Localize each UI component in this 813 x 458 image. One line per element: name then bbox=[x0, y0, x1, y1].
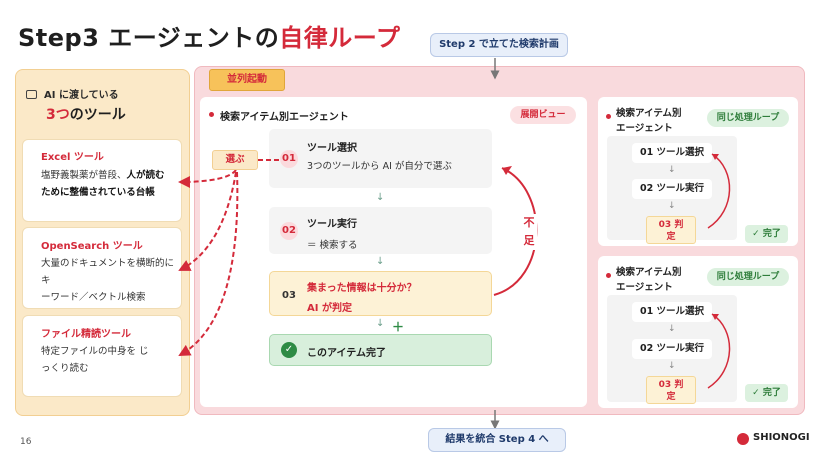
tool-desc-file-read-line1: 特定ファイルの中身を じ bbox=[41, 346, 149, 357]
step-03-box bbox=[269, 271, 492, 316]
side1-done-badge: ✓ 完了 bbox=[745, 225, 788, 243]
side2-step-01: 01 ツール選択 bbox=[632, 302, 712, 322]
arrow-down-3: ↓ bbox=[376, 318, 385, 329]
title-accent: 自律ループ bbox=[279, 24, 401, 52]
tool-card-file-read: ファイル精読ツール 特定ファイルの中身を じ っくり読む bbox=[22, 315, 182, 397]
step2-plan-pill: Step 2 で立てた検索計画 bbox=[430, 33, 568, 57]
side2-done-check-icon: ✓ bbox=[752, 388, 760, 398]
tool-desc-opensearch: 大量のドキュメントを横断的に キ ーワード／ベクトル検索 bbox=[41, 255, 181, 306]
side2-header-line2: エージェント bbox=[616, 282, 673, 293]
step4-merge-label: 結果を統合 Step 4 へ bbox=[445, 434, 549, 445]
tool-name-file-read: ファイル精読ツール bbox=[41, 329, 131, 340]
title-prefix: Step3 エージェントの bbox=[18, 24, 280, 52]
tool-desc-excel: 塩野義製薬が普段、人が読む ために整備されている台帳 bbox=[41, 167, 181, 201]
side1-bullet bbox=[606, 114, 611, 119]
slide-title: Step3 エージェントの自律ループ bbox=[18, 18, 400, 53]
tools-count: 3つ bbox=[46, 107, 70, 123]
tool-card-opensearch: OpenSearch ツール 大量のドキュメントを横断的に キ ーワード／ベクト… bbox=[22, 227, 182, 309]
side1-step-03: 03 判 定 bbox=[646, 216, 696, 244]
step4-merge-pill: 結果を統合 Step 4 へ bbox=[428, 428, 566, 452]
tool-desc-file-read-line2: っくり読む bbox=[41, 363, 89, 374]
step-02-title: ツール実行 bbox=[307, 219, 357, 230]
insufficient-label: 不 足 bbox=[521, 214, 537, 250]
main-header: 検索アイテム別エージェント bbox=[220, 112, 349, 123]
tool-desc-file-read: 特定ファイルの中身を じ っくり読む bbox=[41, 343, 181, 377]
side2-header-line1: 検索アイテム別 bbox=[616, 267, 682, 278]
side1-loop-arrow bbox=[707, 153, 731, 229]
side1-done-check-icon: ✓ bbox=[752, 229, 760, 239]
step-01-box bbox=[269, 129, 492, 188]
check-icon: ✓ bbox=[281, 342, 297, 358]
parallel-tag: 並列起動 bbox=[209, 69, 285, 91]
step-02-number: 02 bbox=[280, 222, 298, 240]
side2-arrow-2: ↓ bbox=[668, 361, 676, 371]
choose-tag: 選ぶ bbox=[212, 150, 258, 170]
side1-step-02: 02 ツール実行 bbox=[632, 179, 712, 199]
side1-header-line1: 検索アイテム別 bbox=[616, 108, 682, 119]
step-03-title: 集まった情報は十分か？ bbox=[307, 283, 417, 294]
side2-judge-line2: 定 bbox=[666, 392, 676, 402]
side1-arrow-1: ↓ bbox=[668, 165, 676, 175]
insufficient-char-1: 不 bbox=[523, 216, 535, 229]
tools-header-suffix: のツール bbox=[69, 107, 126, 123]
tools-header-line2: 3つのツール bbox=[46, 104, 126, 124]
side2-step-03: 03 判 定 bbox=[646, 376, 696, 404]
side1-judge-line2: 定 bbox=[666, 232, 676, 242]
expanded-view-badge: 展開ビュー bbox=[510, 106, 576, 124]
side2-loop-badge: 同じ処理ループ bbox=[707, 268, 789, 286]
side2-judge-line1: 03 判 bbox=[658, 380, 684, 390]
side2-loop-arrow bbox=[707, 313, 731, 389]
tool-desc-opensearch-line2: ーワード／ベクトル検索 bbox=[41, 292, 146, 303]
tool-name-excel: Excel ツール bbox=[41, 152, 104, 163]
side1-loop-badge: 同じ処理ループ bbox=[707, 109, 789, 127]
side1-step-01: 01 ツール選択 bbox=[632, 143, 712, 163]
side1-header: 検索アイテム別 エージェント bbox=[616, 106, 682, 136]
side2-step-02: 02 ツール実行 bbox=[632, 339, 712, 359]
company-logo-text: SHIONOGI bbox=[753, 432, 810, 443]
main-header-bullet bbox=[209, 112, 214, 117]
shionogi-logo-icon bbox=[737, 433, 749, 445]
toolbox-icon bbox=[26, 90, 37, 99]
step-01-sub: 3つのツールから AI が自分で選ぶ bbox=[307, 161, 452, 172]
side2-done-badge: ✓ 完了 bbox=[745, 384, 788, 402]
insufficient-char-2: 足 bbox=[523, 234, 535, 247]
side1-judge-line1: 03 判 bbox=[658, 220, 684, 230]
side2-header: 検索アイテム別 エージェント bbox=[616, 265, 682, 295]
tool-desc-opensearch-line1: 大量のドキュメントを横断的に キ bbox=[41, 258, 175, 286]
step-02-sub: ＝ 検索する bbox=[307, 240, 358, 251]
side2-bullet bbox=[606, 273, 611, 278]
tool-desc-excel-part1: 塩野義製薬が普段、 bbox=[41, 170, 127, 181]
step-01-number: 01 bbox=[280, 150, 298, 168]
plus-icon: ＋ bbox=[392, 320, 405, 334]
side1-arrow-2: ↓ bbox=[668, 201, 676, 211]
side2-arrow-1: ↓ bbox=[668, 324, 676, 334]
side1-header-line2: エージェント bbox=[616, 123, 673, 134]
side2-done-label: 完了 bbox=[762, 388, 781, 398]
tools-header-line1: AI に渡している bbox=[44, 90, 119, 101]
arrow-down-1: ↓ bbox=[376, 192, 385, 203]
step2-plan-label: Step 2 で立てた検索計画 bbox=[439, 39, 559, 50]
item-complete-box bbox=[269, 334, 492, 366]
tool-card-excel: Excel ツール 塩野義製薬が普段、人が読む ために整備されている台帳 bbox=[22, 139, 182, 222]
step-03-number: 03 bbox=[282, 290, 296, 301]
tool-desc-excel-part2: 人が読む bbox=[126, 170, 165, 181]
step-03-sub: AI が判定 bbox=[307, 303, 352, 314]
page-number: 16 bbox=[20, 437, 32, 447]
tool-desc-excel-part3: ために整備されている台帳 bbox=[41, 187, 155, 198]
tool-name-opensearch: OpenSearch ツール bbox=[41, 241, 143, 252]
side1-done-label: 完了 bbox=[762, 229, 781, 239]
arrow-down-2: ↓ bbox=[376, 256, 385, 267]
step-01-title: ツール選択 bbox=[307, 143, 357, 154]
item-complete-label: このアイテム完了 bbox=[307, 348, 386, 359]
step-02-box bbox=[269, 207, 492, 254]
